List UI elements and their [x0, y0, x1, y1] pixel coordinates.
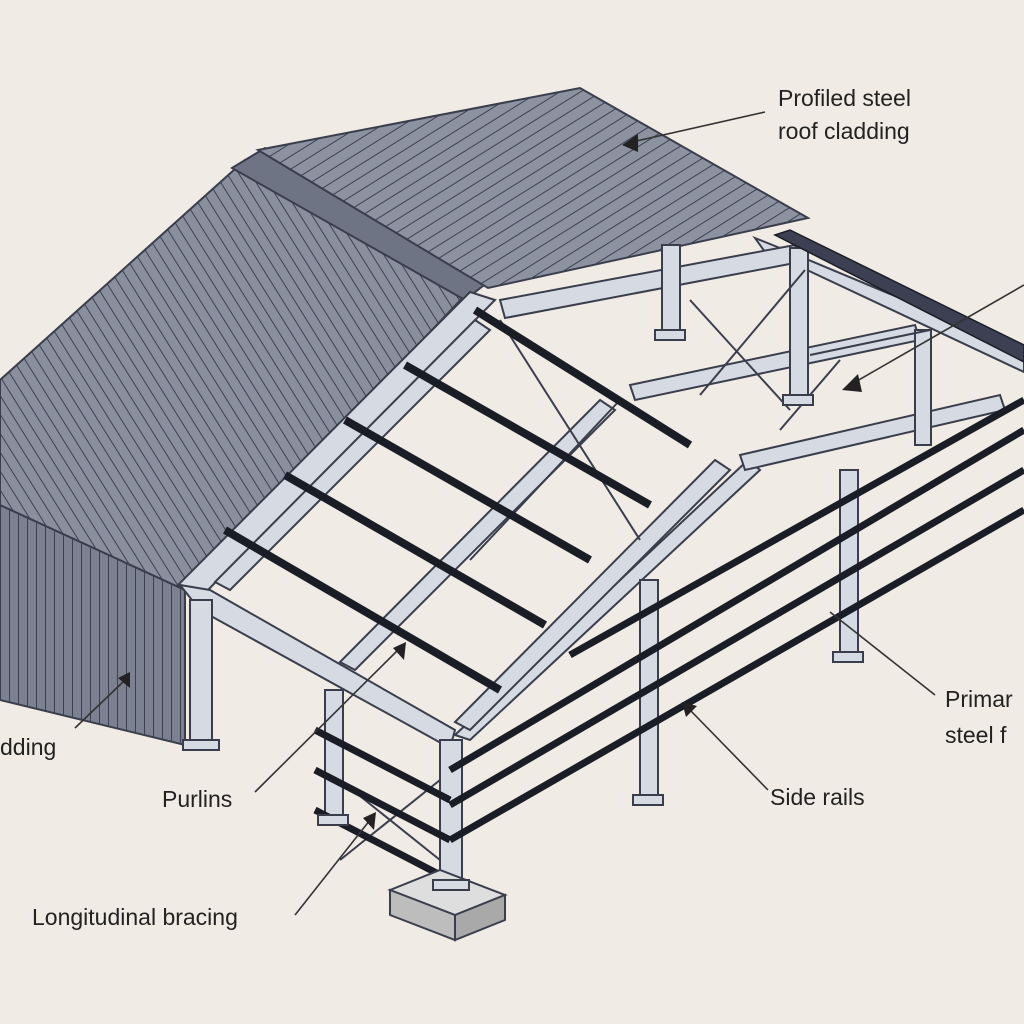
side-rails [313, 396, 1024, 884]
roof-cladding-label-line2: roof cladding [778, 118, 910, 144]
primary-frame-label-line2: steel f [945, 722, 1007, 748]
primary-steel-frame [176, 235, 1024, 891]
arrow-pointer-icon [118, 134, 862, 830]
roof-cladding-label-line1: Profiled steel [778, 85, 911, 111]
base-plates [182, 329, 864, 891]
side-rails-label: Side rails [770, 784, 865, 810]
wall-cladding-label: dding [0, 734, 56, 760]
primary-frame-label-line1: Primar [945, 686, 1013, 712]
longitudinal-bracing-label: Longitudinal bracing [32, 904, 238, 930]
eave-beam [773, 229, 1024, 363]
purlins [222, 306, 693, 694]
purlins-label: Purlins [162, 786, 232, 812]
rafters [213, 318, 732, 732]
profiled-roof-cladding [255, 86, 811, 290]
concrete-foundation [387, 868, 508, 942]
leader-lines [74, 111, 1024, 916]
